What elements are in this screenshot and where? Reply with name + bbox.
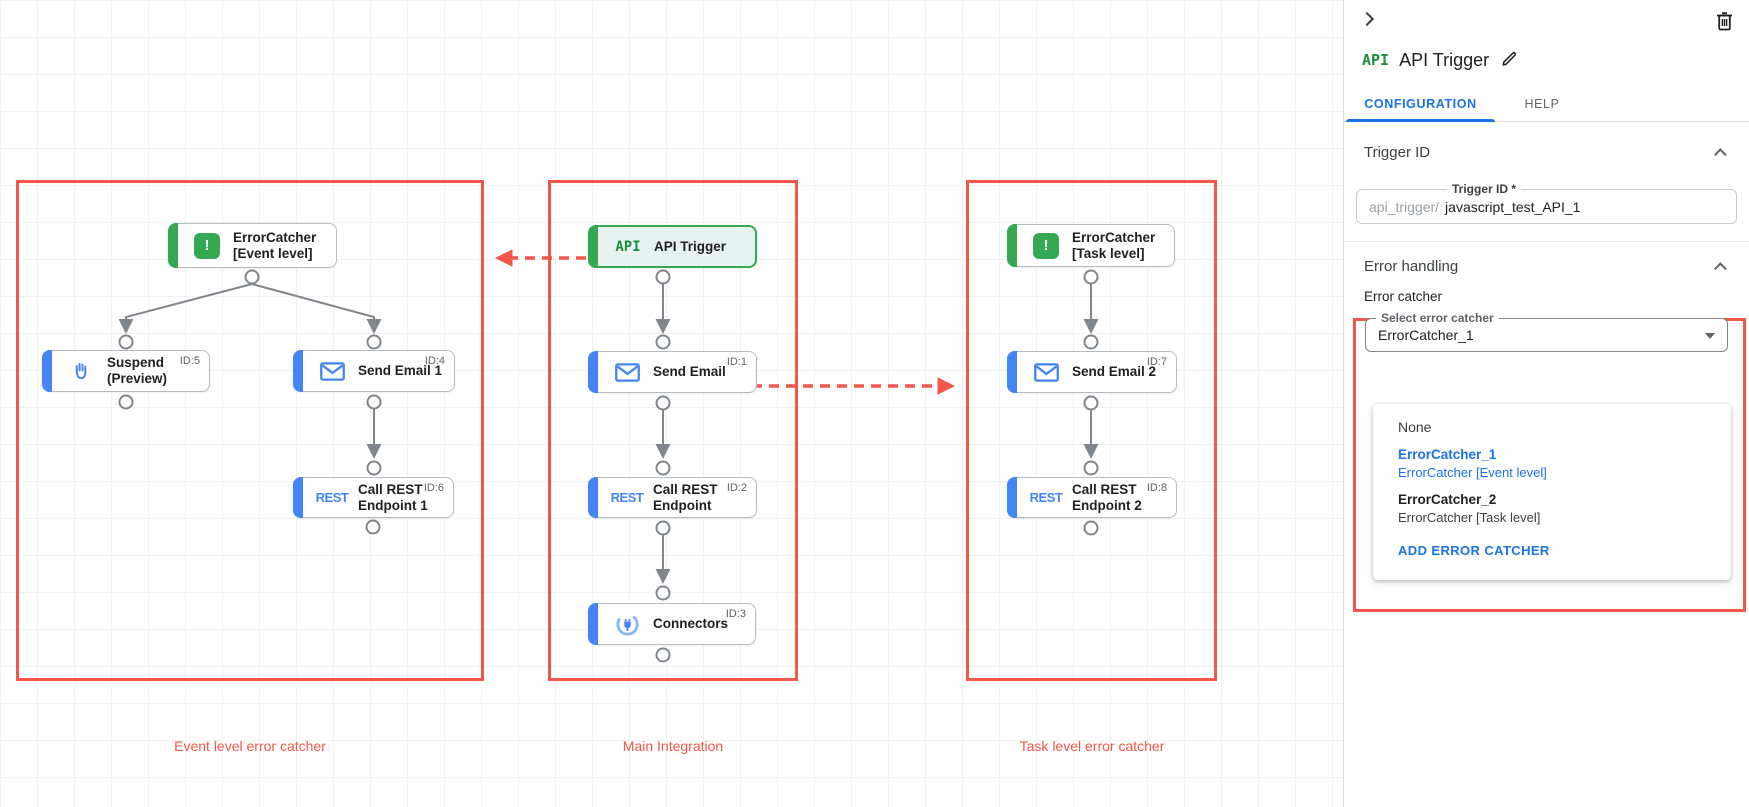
node-title: Connectors xyxy=(653,616,729,632)
node-color-bar xyxy=(168,223,178,268)
trigger-id-field[interactable]: Trigger ID * api_trigger/ javascript_tes… xyxy=(1356,182,1737,224)
select-error-catcher-value: ErrorCatcher_1 xyxy=(1378,327,1474,343)
menu-option-subtitle: ErrorCatcher [Task level] xyxy=(1398,510,1541,525)
tab-configuration[interactable]: CONFIGURATION xyxy=(1344,88,1497,122)
trigger-id-field-label: Trigger ID * xyxy=(1447,182,1522,196)
node-api-trigger[interactable]: API API Trigger xyxy=(588,225,757,268)
trigger-id-value[interactable]: javascript_test_API_1 xyxy=(1445,198,1581,215)
collapse-panel-icon[interactable] xyxy=(1359,11,1375,27)
panel-title: API Trigger xyxy=(1399,49,1490,70)
node-title: ErrorCatcher[Event level] xyxy=(233,229,317,261)
node-id-label: ID:6 xyxy=(423,482,444,494)
section-divider xyxy=(1344,241,1749,242)
panel-title-row: API API Trigger xyxy=(1344,40,1749,74)
trigger-id-heading: Trigger ID xyxy=(1364,144,1431,161)
connectors-icon xyxy=(611,612,643,637)
rest-icon: REST xyxy=(1029,490,1063,505)
node-title: Send Email xyxy=(653,364,726,380)
node-color-bar xyxy=(293,350,303,392)
node-id-label: ID:1 xyxy=(726,356,747,368)
error-icon: ! xyxy=(1030,232,1062,259)
node-color-bar xyxy=(588,603,598,645)
menu-option-subtitle: ErrorCatcher [Event level] xyxy=(1398,465,1547,480)
menu-option-title: ErrorCatcher_1 xyxy=(1398,447,1497,462)
node-errorcatcher-task-level[interactable]: ! ErrorCatcher[Task level] xyxy=(1007,224,1175,267)
node-id-label: ID:5 xyxy=(179,355,200,367)
delete-icon[interactable] xyxy=(1716,12,1733,36)
add-error-catcher-button[interactable]: ADD ERROR CATCHER xyxy=(1398,543,1550,558)
node-id-label: ID:4 xyxy=(424,355,445,367)
error-catcher-label: Error catcher xyxy=(1364,289,1443,304)
node-title: Send Email 2 xyxy=(1072,364,1157,380)
menu-option-title: ErrorCatcher_2 xyxy=(1398,492,1497,507)
rest-icon: REST xyxy=(315,490,349,505)
panel-toolbar xyxy=(1344,0,1749,40)
node-id-label: ID:2 xyxy=(726,482,747,494)
node-title: Send Email 1 xyxy=(358,363,443,379)
group-box-event-level-error-catcher xyxy=(16,180,484,681)
node-color-bar xyxy=(588,477,598,518)
edit-title-icon[interactable] xyxy=(1501,49,1519,72)
group-label-task-level-error-catcher: Task level error catcher xyxy=(1019,738,1165,754)
error-handling-heading: Error handling xyxy=(1364,258,1459,275)
node-errorcatcher-event-level[interactable]: ! ErrorCatcher[Event level] xyxy=(168,223,337,268)
node-color-bar xyxy=(42,350,52,392)
chevron-up-icon[interactable] xyxy=(1714,262,1727,275)
group-box-main-integration xyxy=(548,180,798,681)
menu-option-none[interactable]: None xyxy=(1398,419,1432,435)
trigger-id-prefix: api_trigger/ xyxy=(1369,198,1440,215)
error-icon: ! xyxy=(191,232,223,259)
node-color-bar xyxy=(293,477,303,518)
config-panel: API API Trigger CONFIGURATION HELP Trigg… xyxy=(1343,0,1749,807)
hand-icon xyxy=(65,360,97,382)
group-label-main-integration: Main Integration xyxy=(622,738,724,754)
group-label-event-level-error-catcher: Event level error catcher xyxy=(174,738,326,754)
node-title: Suspend(Preview) xyxy=(107,355,168,386)
node-title: ErrorCatcher[Task level] xyxy=(1072,229,1156,261)
email-icon xyxy=(1030,362,1062,382)
node-suspend-preview[interactable]: Suspend(Preview) ID:5 xyxy=(42,350,210,392)
email-icon xyxy=(316,361,348,381)
node-color-bar xyxy=(1007,351,1017,393)
chevron-up-icon[interactable] xyxy=(1714,148,1727,161)
node-color-bar xyxy=(588,351,598,393)
section-error-handling[interactable]: Error handling xyxy=(1344,258,1749,275)
node-color-bar xyxy=(588,225,598,268)
group-box-task-level-error-catcher xyxy=(966,180,1217,681)
dropdown-caret-icon xyxy=(1705,333,1715,339)
api-badge-icon: API xyxy=(1362,51,1390,69)
node-id-label: ID:7 xyxy=(1146,356,1167,368)
select-error-catcher-label: Select error catcher xyxy=(1376,311,1499,325)
email-icon xyxy=(611,362,643,382)
panel-tabs: CONFIGURATION HELP xyxy=(1344,88,1749,122)
node-title: API Trigger xyxy=(654,238,727,254)
node-color-bar xyxy=(1007,477,1017,518)
section-trigger-id[interactable]: Trigger ID xyxy=(1344,144,1749,161)
canvas[interactable]: Event level error catcher Main Integratio… xyxy=(0,0,1343,807)
select-error-catcher[interactable]: Select error catcher ErrorCatcher_1 xyxy=(1365,311,1728,352)
node-color-bar xyxy=(1007,224,1017,267)
rest-icon: REST xyxy=(610,490,644,505)
tab-help[interactable]: HELP xyxy=(1524,97,1560,111)
api-icon: API xyxy=(615,238,641,255)
node-id-label: ID:8 xyxy=(1146,482,1167,494)
node-id-label: ID:3 xyxy=(725,608,746,620)
